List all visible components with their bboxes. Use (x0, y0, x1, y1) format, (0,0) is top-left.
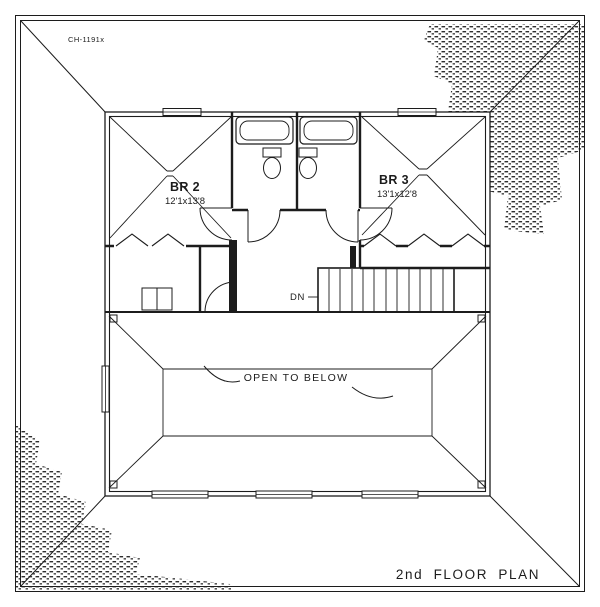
drawing-number: CH-1191x (68, 35, 104, 44)
bedroom2-ceiling-lines (109, 116, 232, 239)
bathroom-fixtures (235, 116, 358, 179)
hatch-area-top-right (424, 24, 584, 234)
bedroom3-ceiling-lines (361, 116, 486, 236)
room-label-br2: BR 2 (170, 180, 200, 194)
bathtub-2 (299, 116, 358, 145)
leader-arcs (203, 365, 394, 399)
room-dims-br2: 12'1x13'8 (165, 196, 205, 207)
toilet-2 (298, 147, 318, 179)
open-to-below-label: OPEN TO BELOW (244, 372, 349, 384)
hatch-area-bottom-left (16, 425, 232, 590)
windows (101, 108, 437, 499)
room-label-br3: BR 3 (379, 173, 409, 187)
room-dims-br3: 13'1x12'8 (377, 189, 417, 200)
doors (199, 207, 393, 313)
stairs-dn-label: DN (290, 292, 305, 303)
closet-fixture (141, 287, 173, 311)
open-below-ceiling-lines (108, 314, 487, 489)
bathtub-1 (235, 116, 294, 145)
roof-hip-lines (20, 20, 580, 587)
stairs (308, 267, 455, 313)
border-frame (15, 15, 585, 592)
interior-walls (105, 112, 490, 313)
closet-bifold-doors (115, 233, 485, 247)
plan-title: 2nd FLOOR PLAN (396, 567, 540, 582)
toilet-1 (262, 147, 282, 179)
stair-treads (328, 269, 444, 311)
